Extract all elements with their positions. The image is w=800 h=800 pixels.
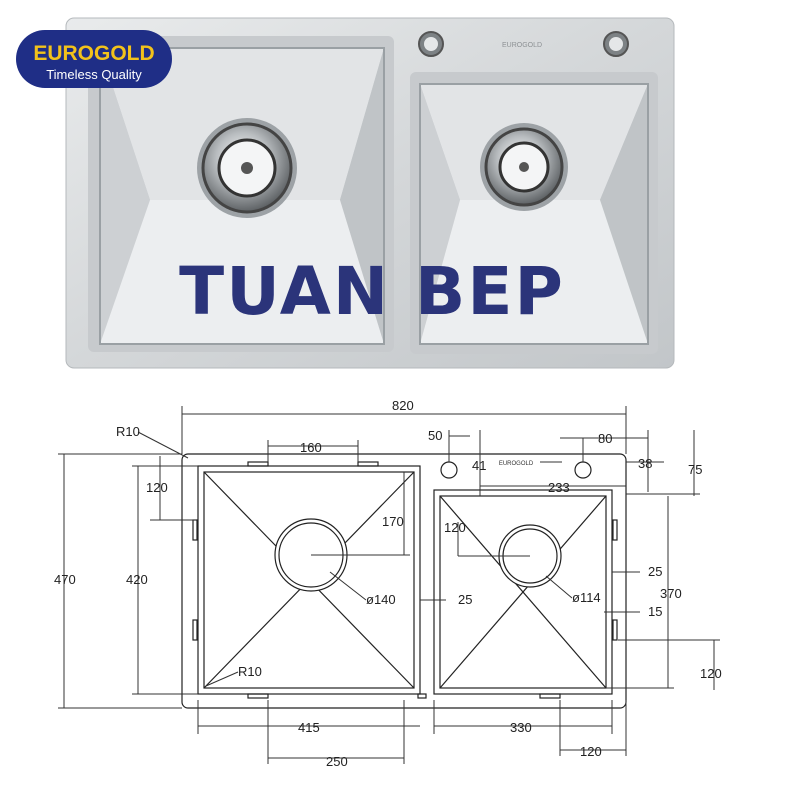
dim-160: 160 bbox=[300, 440, 322, 455]
tap-hole-right bbox=[603, 31, 629, 57]
watermark-text: TUAN BEP bbox=[179, 253, 565, 330]
dim-38: 38 bbox=[638, 456, 652, 471]
plate-brand-text: EUROGOLD bbox=[502, 42, 542, 49]
dim-170: 170 bbox=[382, 514, 404, 529]
right-bowl-plan bbox=[433, 489, 613, 695]
dim-75: 75 bbox=[688, 462, 702, 477]
dim-r10-bottom: R10 bbox=[238, 664, 262, 679]
dim-25-right: 25 bbox=[648, 564, 662, 579]
tap-hole-right-plan bbox=[574, 461, 592, 479]
dim-415: 415 bbox=[298, 720, 320, 735]
dim-820: 820 bbox=[392, 398, 414, 413]
brand-badge: EUROGOLD Timeless Quality bbox=[16, 30, 172, 88]
dim-120-right: 120 bbox=[700, 666, 722, 681]
dim-50: 50 bbox=[428, 428, 442, 443]
dim-370: 370 bbox=[660, 586, 682, 601]
dim-120-small: 120 bbox=[444, 520, 466, 535]
sink-photo: EUROGOLD EUROGOLD Timeless Quality TUAN … bbox=[16, 17, 675, 369]
brand-tagline: Timeless Quality bbox=[46, 67, 142, 82]
plan-brand-text: EUROGOLD bbox=[499, 461, 534, 467]
dim-dia114: ø114 bbox=[572, 590, 601, 605]
dim-15: 15 bbox=[648, 604, 662, 619]
dim-330: 330 bbox=[510, 720, 532, 735]
dim-470: 470 bbox=[54, 572, 76, 587]
tap-hole-left-plan bbox=[440, 461, 458, 479]
right-drain bbox=[480, 123, 568, 211]
dim-250: 250 bbox=[326, 754, 348, 769]
dim-dia140: ø140 bbox=[366, 592, 396, 607]
tap-hole-left bbox=[418, 31, 444, 57]
right-bowl bbox=[410, 72, 658, 354]
right-drain-plan bbox=[498, 524, 562, 588]
left-drain bbox=[197, 118, 297, 218]
dim-41: 41 bbox=[472, 458, 486, 473]
left-drain-plan bbox=[274, 518, 348, 592]
mounting-clips bbox=[192, 461, 618, 699]
dim-80: 80 bbox=[598, 431, 612, 446]
left-bowl-plan bbox=[197, 465, 421, 695]
deck-outline bbox=[181, 453, 627, 709]
dim-120-bottom: 120 bbox=[580, 744, 602, 759]
dim-233: 233 bbox=[548, 480, 570, 495]
dim-25-left: 25 bbox=[458, 592, 472, 607]
dim-r10-top: R10 bbox=[116, 424, 140, 439]
dim-420: 420 bbox=[126, 572, 148, 587]
brand-name: EUROGOLD bbox=[33, 42, 154, 65]
dim-120-left: 120 bbox=[146, 480, 168, 495]
